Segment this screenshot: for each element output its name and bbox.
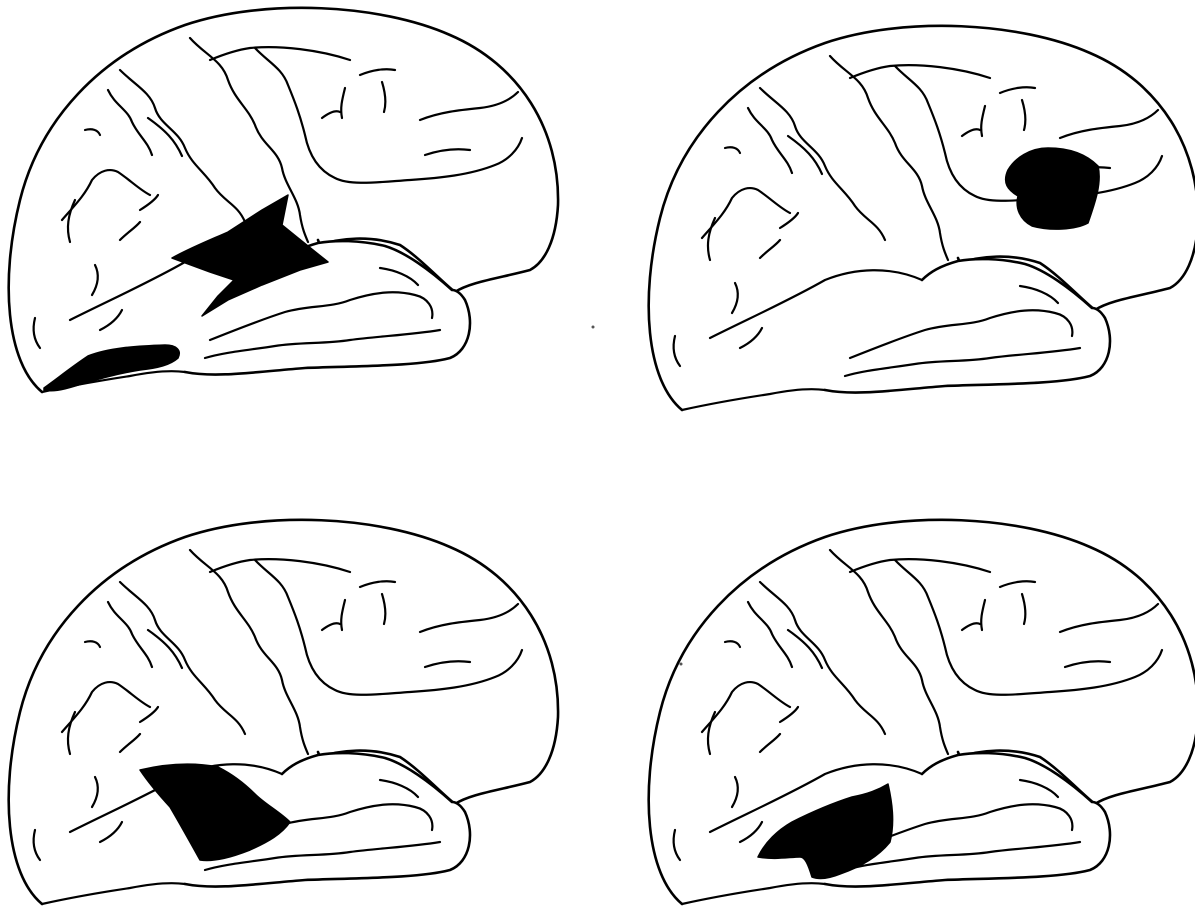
brain-outline: [9, 520, 558, 904]
scan-speck: [680, 663, 683, 666]
brain-panel-top-left: [9, 8, 558, 392]
brain-outline: [649, 26, 1195, 410]
brain-outline: [649, 520, 1195, 904]
brain-panel-top-right: [649, 26, 1195, 410]
brain-panel-bottom-left: [9, 520, 558, 904]
brain-panel-bottom-right: [649, 520, 1195, 904]
scan-speck: [592, 326, 595, 329]
